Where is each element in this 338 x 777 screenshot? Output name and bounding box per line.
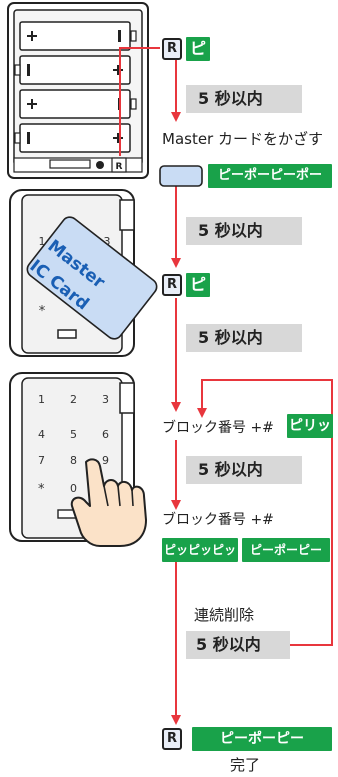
beep-triple: ピッピッピッ <box>162 538 238 562</box>
time-limit-4: 5 秒以内 <box>186 456 302 484</box>
done-label: 完了 <box>230 756 261 774</box>
block-number-step2: ブロック番号 +# <box>162 512 274 528</box>
r-button-pointer-line <box>119 47 160 156</box>
svg-text:*: * <box>39 304 46 319</box>
key-0: 0 <box>70 482 77 495</box>
beep-short-1: ピ <box>186 37 210 61</box>
battery-compartment-illustration: R <box>7 2 149 179</box>
beep-pattern-long: ピーポーピーポー <box>208 164 332 188</box>
key-9: 9 <box>102 454 109 467</box>
master-instruction: Master カードをかざす <box>162 130 323 148</box>
svg-text:R: R <box>116 162 123 172</box>
time-limit-1: 5 秒以内 <box>186 85 302 113</box>
time-limit-3: 5 秒以内 <box>186 324 302 352</box>
key-8: 8 <box>70 454 77 467</box>
battery-3 <box>19 89 137 119</box>
key-star: * <box>38 482 45 497</box>
block-number-step1: ブロック番号 +# <box>162 420 274 436</box>
key-5: 5 <box>70 428 77 441</box>
r-button-icon-2: R <box>162 274 182 296</box>
r-button-icon-3: R <box>162 728 182 750</box>
key-6: 6 <box>102 428 109 441</box>
key-2: 2 <box>70 393 77 406</box>
keypad-device-with-card: 1 3 * <box>9 189 158 357</box>
hand-pressing-icon <box>70 458 147 547</box>
master-ic-card <box>26 216 158 340</box>
r-button-icon-1: R <box>162 38 182 60</box>
key-3: 3 <box>102 393 109 406</box>
svg-text:1: 1 <box>39 235 46 248</box>
card-icon <box>159 165 203 187</box>
key-7: 7 <box>38 454 45 467</box>
battery-4 <box>14 123 131 153</box>
svg-text:3: 3 <box>104 235 111 248</box>
beep-pattern-mid: ピーポーピー <box>242 538 330 562</box>
flow-arrows <box>171 60 333 725</box>
battery-2 <box>14 55 131 85</box>
time-limit-5: 5 秒以内 <box>186 631 290 659</box>
loop-back-arrow <box>197 379 333 646</box>
key-4: 4 <box>38 428 45 441</box>
key-1: 1 <box>38 393 45 406</box>
beep-pattern-final: ピーポーピー <box>192 727 332 751</box>
keypad-device-with-hand <box>9 372 147 547</box>
beep-ack: ピリッ <box>287 414 333 438</box>
beep-short-2: ピ <box>186 273 210 297</box>
battery-1 <box>19 21 137 51</box>
loop-label: 連続削除 <box>194 606 255 624</box>
time-limit-2: 5 秒以内 <box>186 217 302 245</box>
